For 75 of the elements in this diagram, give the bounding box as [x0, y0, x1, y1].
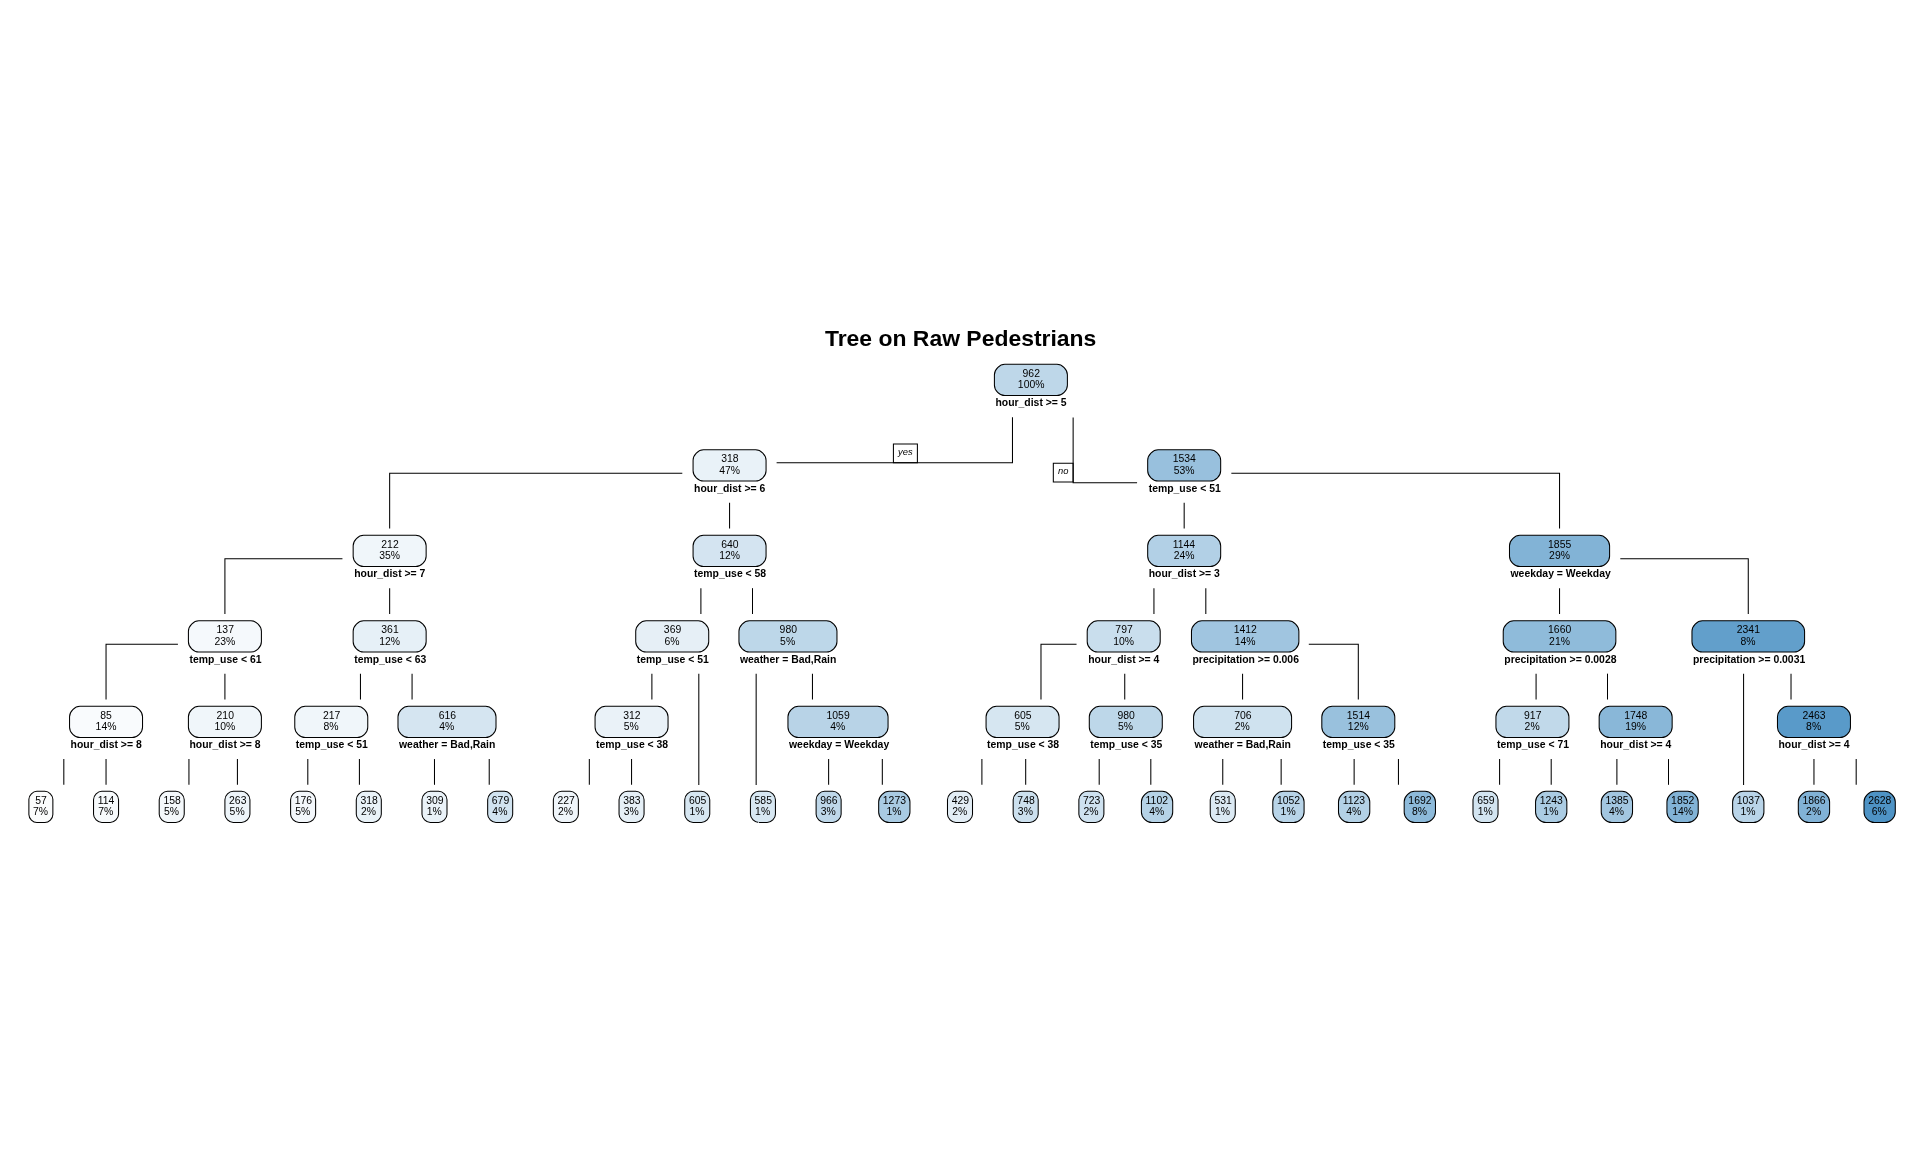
- connector: [631, 758, 633, 785]
- connector: [1222, 758, 1224, 785]
- connector: [358, 758, 360, 785]
- node-label: hour_dist >= 4: [1778, 738, 1850, 750]
- node-label: hour_dist >= 6: [694, 482, 766, 494]
- connector: [63, 758, 65, 785]
- connector: [433, 758, 435, 785]
- connector: [1550, 758, 1552, 785]
- connector: [236, 758, 238, 785]
- connector: [389, 472, 683, 529]
- connector: [755, 672, 757, 786]
- connector: [1353, 758, 1355, 785]
- connector: [224, 557, 343, 615]
- connector: [1040, 643, 1078, 700]
- connector: [1183, 501, 1185, 529]
- connector: [1743, 672, 1745, 786]
- node-label: hour_dist >= 8: [70, 738, 142, 750]
- node-label: weekday = Weekday: [1510, 567, 1611, 579]
- connector: [307, 758, 309, 785]
- node-label: temp_use < 61: [189, 653, 262, 665]
- connector: [1280, 758, 1282, 785]
- connector: [729, 501, 731, 529]
- node-label: hour_dist >= 3: [1148, 567, 1220, 579]
- node-label: temp_use < 51: [295, 738, 368, 750]
- node-label: temp_use < 51: [636, 653, 709, 665]
- connector: [389, 587, 391, 615]
- node-label: temp_use < 38: [596, 738, 669, 750]
- connector: [105, 643, 179, 700]
- node-label: weather = Bad,Rain: [1194, 738, 1291, 750]
- connector: [1397, 758, 1399, 785]
- connector: [588, 758, 590, 785]
- connector: [1072, 416, 1138, 483]
- connector: [1619, 557, 1749, 615]
- node-label: temp_use < 58: [694, 567, 767, 579]
- node-label: weather = Bad,Rain: [399, 738, 496, 750]
- connector: [1499, 758, 1501, 785]
- node-label: weather = Bad,Rain: [739, 653, 837, 665]
- node-label: temp_use < 38: [987, 738, 1060, 750]
- connector: [1559, 587, 1561, 615]
- connector: [1025, 758, 1027, 785]
- connector: [1205, 587, 1207, 615]
- node-label: temp_use < 51: [1148, 482, 1221, 494]
- node-label: temp_use < 35: [1090, 738, 1163, 750]
- node-label: hour_dist >= 7: [354, 567, 426, 579]
- connector: [698, 672, 700, 786]
- connector: [1124, 672, 1126, 700]
- node-label: weekday = Weekday: [789, 738, 890, 750]
- edge-label: no: [1058, 465, 1069, 476]
- connector: [811, 672, 813, 700]
- node-label: temp_use < 63: [354, 653, 427, 665]
- node-label: hour_dist >= 5: [995, 396, 1067, 408]
- node-label: temp_use < 71: [1496, 738, 1569, 750]
- node-label: precipitation >= 0.0028: [1504, 653, 1617, 665]
- node-label: temp_use < 35: [1322, 738, 1395, 750]
- connector: [1242, 672, 1244, 700]
- connector: [1855, 758, 1857, 785]
- node-label: hour_dist >= 4: [1088, 653, 1160, 665]
- node-label: precipitation >= 0.006: [1192, 653, 1299, 665]
- edge-label: yes: [898, 446, 913, 457]
- connector: [1668, 758, 1669, 785]
- connector: [488, 758, 490, 785]
- diagram-title: Tree on Raw Pedestrians: [824, 324, 1097, 351]
- connector: [1607, 672, 1609, 700]
- connector: [1150, 758, 1152, 785]
- node-label: hour_dist >= 8: [189, 738, 261, 750]
- connector: [1308, 643, 1359, 700]
- connector: [776, 416, 1013, 463]
- connector: [881, 758, 883, 785]
- connector: [1098, 758, 1100, 785]
- connector: [359, 672, 361, 700]
- node-label: hour_dist >= 4: [1600, 738, 1672, 750]
- connector: [828, 758, 830, 785]
- node-label: precipitation >= 0.0031: [1693, 653, 1806, 665]
- connector: [1230, 472, 1561, 529]
- connector: [752, 587, 754, 615]
